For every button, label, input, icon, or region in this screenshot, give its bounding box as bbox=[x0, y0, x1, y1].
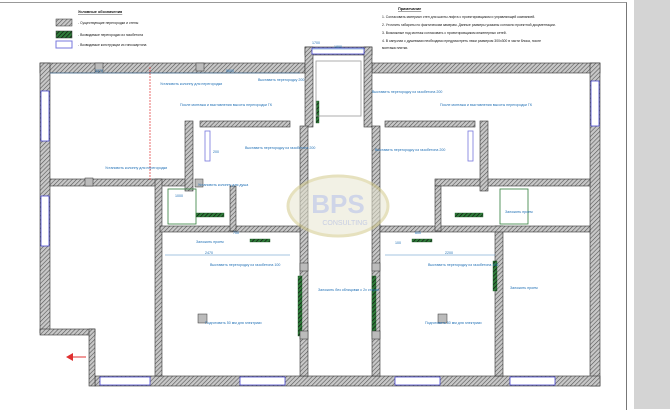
legend-item: - Существующие перегородки и стены bbox=[78, 21, 139, 25]
dimension-label: 1700 bbox=[312, 41, 320, 45]
dimension-lines bbox=[50, 48, 495, 256]
annotations: Установить колонну для перегородки Устан… bbox=[105, 78, 538, 325]
legend: Условные обозначения - Существующие пере… bbox=[55, 10, 147, 49]
dimension-label: 2470 bbox=[205, 251, 213, 255]
side-panel-scrollbar[interactable] bbox=[634, 0, 670, 409]
dimension-label: 200 bbox=[213, 150, 219, 154]
columns bbox=[84, 62, 448, 340]
note-item: 1. Согласовать материал стен для шахты л… bbox=[382, 15, 535, 19]
note-item: 4. В санузлах с душевыми необходимо пред… bbox=[382, 39, 541, 43]
notes: Примечание 1. Согласовать материал стен … bbox=[382, 7, 556, 50]
dimension-label: 1000 bbox=[175, 194, 183, 198]
annotation-label: Подготовить 50 мм для электрики bbox=[205, 321, 262, 325]
annotation-label: Выставить перегородку из газобетона 100 bbox=[428, 263, 498, 267]
note-item: монтажа плитки. bbox=[382, 46, 408, 50]
annotation-label: Выставить перегородку из газобетона 200 bbox=[375, 148, 445, 152]
annotation-label: Подготовить 50 мм для электрики bbox=[425, 321, 482, 325]
annotation-label: Выставить перегородку из газобетона 200 bbox=[372, 90, 442, 94]
drawing-page: Условные обозначения - Существующие пере… bbox=[0, 2, 627, 410]
bps-logo-watermark: BPS CONSULTING bbox=[286, 174, 390, 238]
legend-title: Условные обозначения bbox=[78, 10, 122, 14]
dimension-label: 100 bbox=[395, 241, 401, 245]
notes-title: Примечание bbox=[398, 7, 421, 11]
annotation-label: Заложить проем bbox=[505, 210, 533, 214]
annotation-label: Заложить без облицовки с 2х сторон bbox=[318, 288, 379, 292]
annotation-label: Выставить перегородку из газобетона 100 bbox=[210, 263, 280, 267]
floor-plan: Условные обозначения - Существующие пере… bbox=[39, 7, 601, 387]
legend-swatch-new bbox=[55, 30, 73, 39]
dimension-label: 2200 bbox=[445, 251, 453, 255]
legend-item: - Возводимые перегородки из газобетона bbox=[78, 33, 143, 37]
windows bbox=[40, 47, 600, 386]
annotation-label: После монтажа и выставления высоты перег… bbox=[180, 103, 273, 107]
annotation-label: Установить колонну для перегородки bbox=[160, 82, 222, 86]
annotation-label: Выставить перегородку 200 bbox=[258, 78, 304, 82]
logo-subtext: CONSULTING bbox=[322, 220, 367, 227]
annotation-label: Выставить перегородку из газобетона 200 bbox=[245, 146, 315, 150]
entrance-arrow-icon bbox=[66, 353, 86, 361]
dimension-label: 3370 bbox=[95, 69, 103, 73]
logo-text: BPS bbox=[311, 189, 364, 219]
dimension-label: 5600 bbox=[226, 69, 234, 73]
annotation-label: Заложить проем bbox=[510, 286, 538, 290]
dimension-label: 1800 bbox=[334, 45, 342, 49]
legend-item: - Возводимые конструкции из гипсокартона bbox=[78, 43, 147, 47]
annotation-label: Установить колонну для перегородки bbox=[105, 166, 167, 170]
note-item: 2. Уточнить габариты по фактическим заме… bbox=[382, 23, 556, 27]
annotation-label: После монтажа и выставления высоты перег… bbox=[440, 103, 533, 107]
note-item: 3. Возможные под монтаж согласовать с пр… bbox=[382, 31, 507, 35]
dimension-label: 700 bbox=[233, 231, 239, 235]
drywall bbox=[167, 60, 529, 225]
legend-swatch-existing bbox=[55, 18, 73, 27]
annotation-label: Заложить проем bbox=[196, 240, 224, 244]
dimension-label: 600 bbox=[415, 231, 421, 235]
new-walls bbox=[195, 100, 498, 337]
legend-swatch-drywall bbox=[55, 40, 73, 49]
annotation-label: Установить колонну для душа bbox=[198, 183, 248, 187]
